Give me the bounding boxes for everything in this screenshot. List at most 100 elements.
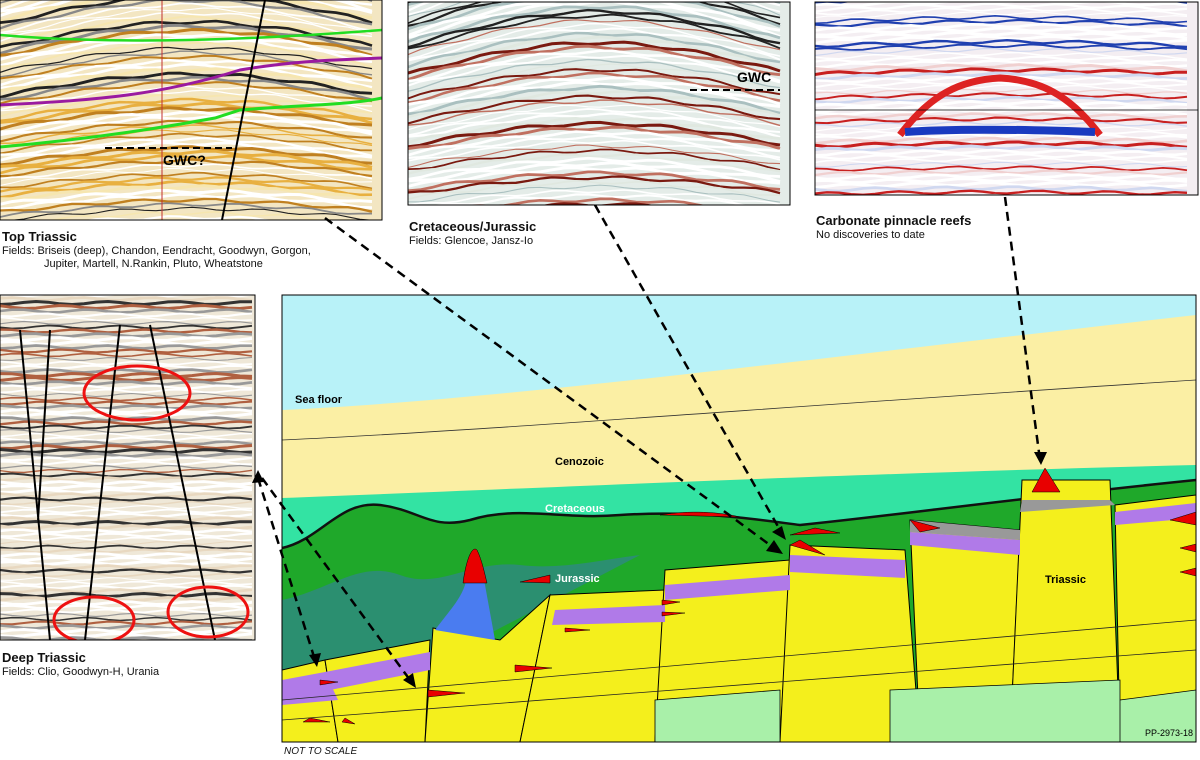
seismic-reflector: [0, 384, 253, 390]
seismic-reflector: [465, 197, 706, 205]
seismic-reflector: [0, 348, 253, 354]
seismic-reflector: [0, 197, 373, 213]
seismic-reflector: [408, 134, 781, 159]
seismic-reflector: [0, 392, 253, 398]
seismic-reflector: [0, 472, 253, 478]
seismic-reflector: [408, 2, 781, 31]
seismic-reflector: [408, 27, 781, 62]
seismic-reflector: [0, 75, 373, 101]
seismic-reflector: [0, 580, 253, 586]
seismic-reflector: [815, 144, 1188, 152]
seismic-reflector: [0, 206, 373, 220]
geological-cross-section: [282, 295, 1196, 742]
seismic-reflector: [0, 0, 373, 30]
seismic-reflector: [0, 488, 253, 494]
seismic-reflector: [0, 412, 253, 418]
gwc-question-label: GWC?: [163, 152, 206, 168]
seismic-reflector: [0, 600, 253, 606]
reservoir-traps: [302, 467, 1196, 725]
seismic-reflector: [815, 165, 1188, 172]
cross-section-frame: [281, 294, 1197, 743]
seismic-reflector: [0, 532, 253, 538]
caption-fields: Fields: Glencoe, Jansz-Io: [409, 235, 534, 247]
caption-deep-triassic: Deep Triassic Fields: Clio, Goodwyn-H, U…: [2, 650, 159, 679]
seismic-reflector: [408, 68, 781, 100]
caption-title: Top Triassic: [2, 229, 77, 244]
seismic-reflector: [0, 620, 253, 626]
seismic-reflector: [0, 324, 253, 330]
seismic-reflector: [0, 344, 252, 350]
seismic-reflector: [408, 19, 781, 56]
connector-arrows: [256, 196, 1042, 681]
seismic-reflector: [0, 396, 253, 402]
seismic-reflector: [815, 79, 1188, 89]
seismic-reflector: [815, 51, 1188, 60]
seismic-reflector: [408, 31, 781, 69]
seismic-reflector: [0, 572, 253, 578]
seismic-reflector: [0, 492, 253, 498]
seismic-reflector: [0, 304, 253, 310]
seismic-reflector: [49, 211, 361, 220]
seismic-cretaceous-jurassic: [408, 2, 790, 205]
caption-title: Deep Triassic: [2, 650, 86, 665]
seismic-reflector: [408, 156, 781, 181]
seismic-reflector: [0, 476, 253, 482]
seismic-reflector: [408, 49, 781, 83]
seismic-reflector: [0, 2, 373, 34]
seismic-reflector: [0, 536, 253, 542]
seismic-reflector: [0, 528, 253, 534]
seismic-reflector: [815, 181, 1188, 189]
seismic-reflector: [0, 11, 373, 42]
seismic-reflector: [0, 202, 372, 218]
seismic-reflector: [815, 2, 1188, 13]
seismic-reflector: [0, 28, 373, 57]
seismic-reflector: [0, 274, 252, 277]
seismic-reflector: [815, 136, 1188, 145]
seismic-reflector: [815, 38, 1188, 49]
seismic-reflector: [0, 356, 253, 362]
seismic-reflector: [0, 483, 253, 491]
seismic-reflector: [0, 624, 253, 630]
label-cretaceous: Cretaceous: [545, 503, 605, 515]
seismic-reflector: [408, 94, 781, 125]
seismic-reflector: [815, 63, 1188, 73]
seismic-reflector: [408, 189, 781, 205]
seismic-reflector: [815, 7, 1188, 16]
seismic-reflector: [0, 15, 373, 46]
seismic-reflector: [815, 140, 1188, 149]
seismic-reflector: [815, 169, 1188, 177]
seismic-reflector: [408, 166, 781, 188]
seismic-reflector: [0, 33, 373, 61]
seismic-reflector: [815, 148, 1188, 157]
seismic-reflector: [0, 179, 373, 199]
seismic-reflector: [815, 161, 1188, 168]
highlight-ellipse: [52, 595, 136, 640]
seismic-reflector: [0, 119, 373, 143]
seismic-reflector: [0, 46, 373, 74]
seismic-reflector: [815, 84, 1188, 92]
seismic-reflector: [0, 508, 253, 514]
seismic-reflector: [408, 13, 781, 50]
seismic-reflector: [0, 592, 253, 598]
seismic-reflector: [815, 43, 1188, 51]
seismic-reflector: [408, 184, 781, 203]
seismic-reflector: [0, 642, 252, 645]
highlight-ellipse: [166, 585, 250, 639]
seismic-reflector: [0, 23, 373, 55]
label-triassic: Triassic: [1045, 574, 1086, 586]
seismic-reflector: [815, 132, 1188, 140]
seismic-reflector: [815, 26, 1188, 37]
seismic-reflector: [815, 11, 1188, 19]
seismic-reflector: [0, 308, 253, 314]
seismic-reflector: [0, 328, 253, 334]
seismic-reflector: [0, 0, 373, 23]
seismic-reflector: [0, 115, 373, 137]
seismic-reflector: [0, 524, 253, 530]
seismic-reflector: [408, 2, 781, 27]
seismic-reflector: [0, 136, 373, 158]
seismic-reflector: [815, 173, 1188, 181]
seismic-reflector: [815, 18, 1188, 28]
seismic-reflector: [0, 332, 253, 338]
seismic-reflector: [0, 67, 373, 93]
